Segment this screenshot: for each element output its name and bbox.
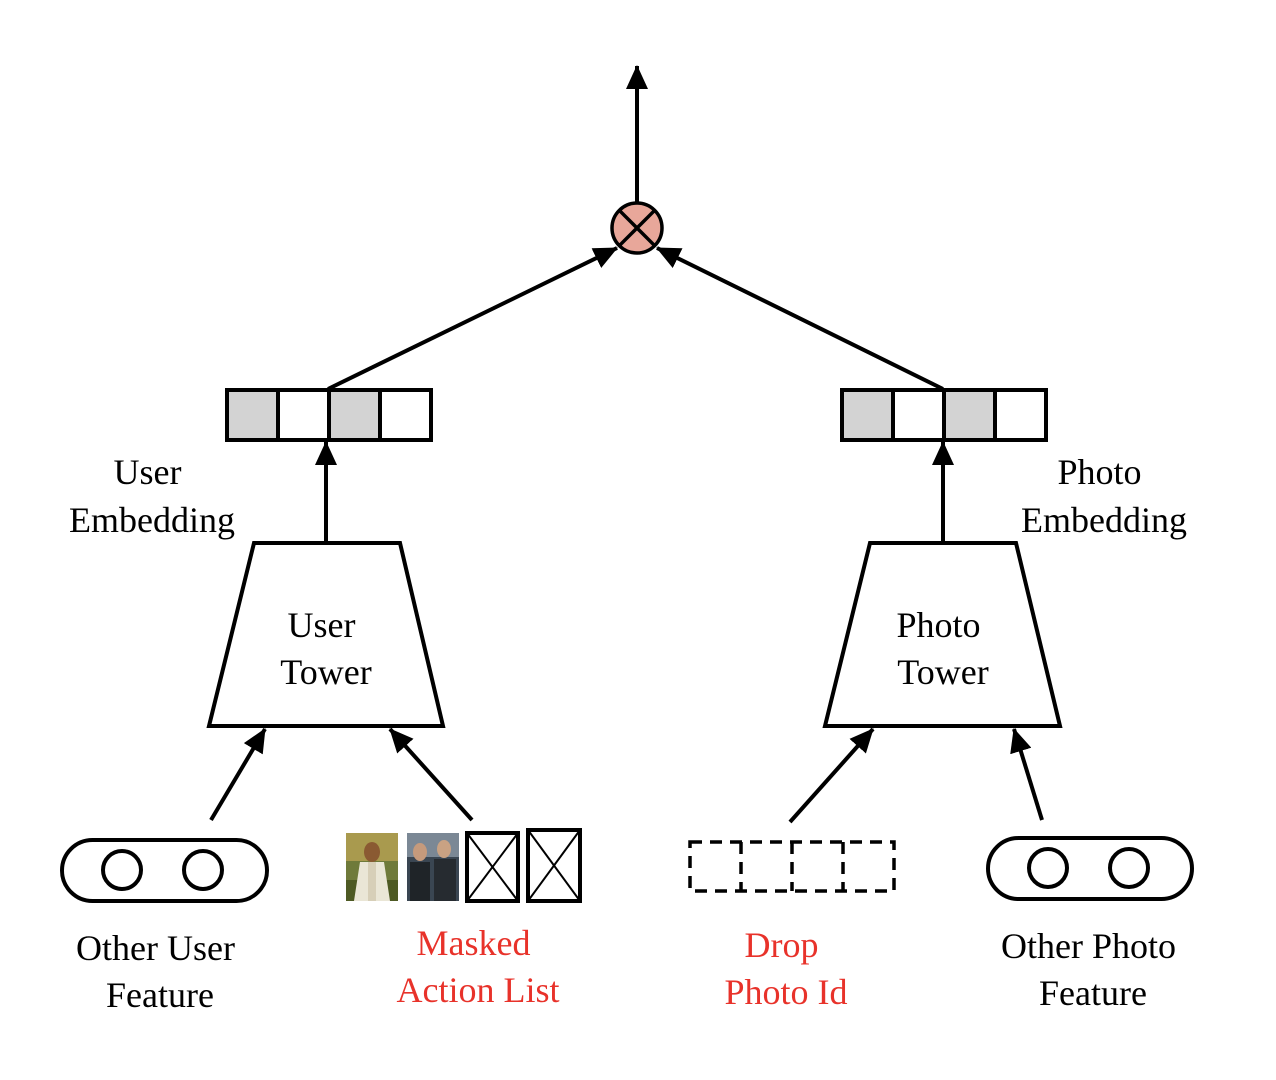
other-user-feature-arrow: [209, 727, 267, 822]
masked-action-list: [346, 828, 582, 903]
photo-tower: Photo Tower: [822, 541, 1063, 728]
other-photo-feature-label: Other Photo Feature: [1001, 926, 1185, 1013]
photo-embedding-to-product-arrow: [656, 246, 944, 391]
action-thumbnail: [346, 833, 398, 901]
product-node: [610, 201, 664, 255]
crossed-box-icon: [465, 831, 520, 903]
user-embedding-vector: [225, 388, 433, 442]
user-embedding-label: User Embedding: [69, 452, 235, 540]
action-thumbnail: [407, 833, 459, 901]
other-photo-feature-arrow: [1010, 728, 1044, 821]
drop-photo-id-label: Drop Photo Id: [724, 925, 847, 1012]
photo-embedding-vector: [840, 388, 1048, 442]
user-tower-label: User Tower: [280, 605, 371, 692]
other-photo-feature-capsule: [986, 836, 1194, 901]
drop-photo-id-vector: [688, 840, 896, 893]
user-tower: User Tower: [206, 541, 446, 728]
drop-photo-id-arrow: [788, 727, 875, 824]
crossed-box-icon: [526, 828, 582, 903]
other-user-feature-label: Other User Feature: [76, 928, 244, 1015]
other-user-feature-capsule: [60, 838, 269, 903]
photo-embedding-label: Photo Embedding: [1021, 452, 1187, 540]
photo-tower-label: Photo Tower: [896, 605, 989, 692]
masked-action-list-label: Masked Action List: [397, 923, 560, 1010]
user-embedding-to-product-arrow: [327, 246, 618, 391]
masked-action-list-arrow: [388, 727, 474, 822]
